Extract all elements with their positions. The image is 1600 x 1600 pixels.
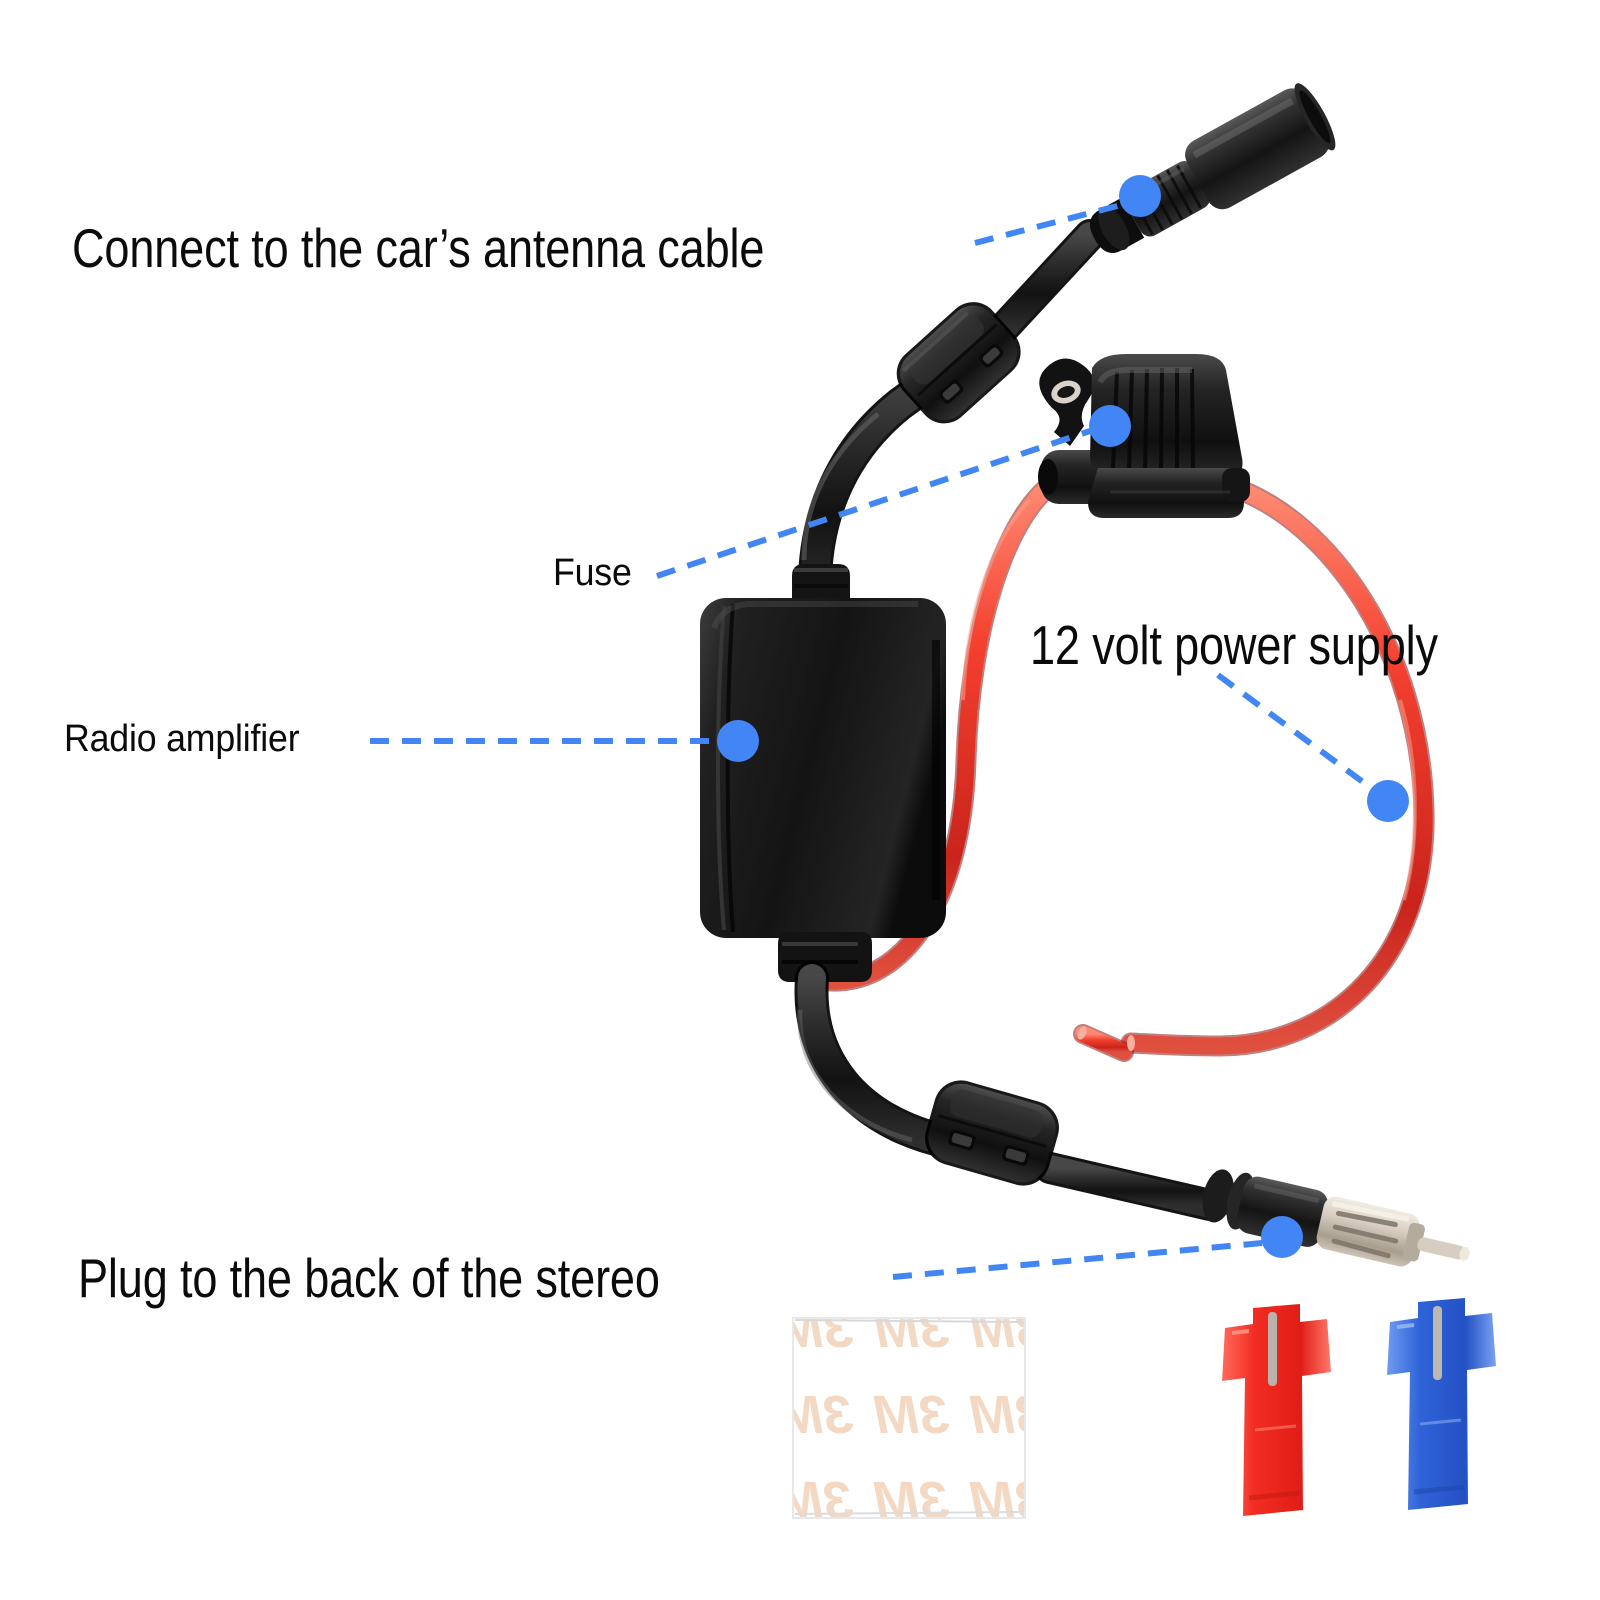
red-power-wire (808, 473, 1435, 1062)
amplifier-box (700, 564, 946, 982)
adhesive-pad (792, 1317, 1026, 1519)
splice-red (1222, 1304, 1331, 1516)
callout-leaders (370, 202, 1373, 1280)
callout-label-stereo: Plug to the back of the stereo (78, 1247, 660, 1309)
lower-ferrite (925, 1080, 1059, 1186)
callout-label-antenna: Connect to the car’s antenna cable (72, 217, 765, 279)
marker-amplifier (717, 720, 759, 762)
antenna-socket (1089, 83, 1336, 253)
leader-antenna (974, 202, 1122, 246)
callout-label-radio-amplifier: Radio amplifier (64, 718, 300, 760)
leader-stereo (892, 1240, 1263, 1280)
marker-power (1367, 780, 1409, 822)
marker-antenna (1119, 175, 1161, 217)
din-plug (1202, 1169, 1470, 1267)
marker-fuse (1089, 405, 1131, 447)
marker-stereo (1261, 1216, 1303, 1258)
callout-markers (717, 175, 1409, 1258)
fuse-holder (1038, 354, 1250, 518)
leader-fuse (656, 428, 1091, 579)
upper-ferrite (896, 302, 1021, 424)
callout-label-fuse: Fuse (553, 552, 632, 594)
splice-blue (1387, 1298, 1496, 1510)
callout-label-power-supply: 12 volt power supply (1030, 614, 1438, 676)
lower-antenna-cable (794, 961, 1226, 1221)
leader-power (1216, 672, 1373, 791)
